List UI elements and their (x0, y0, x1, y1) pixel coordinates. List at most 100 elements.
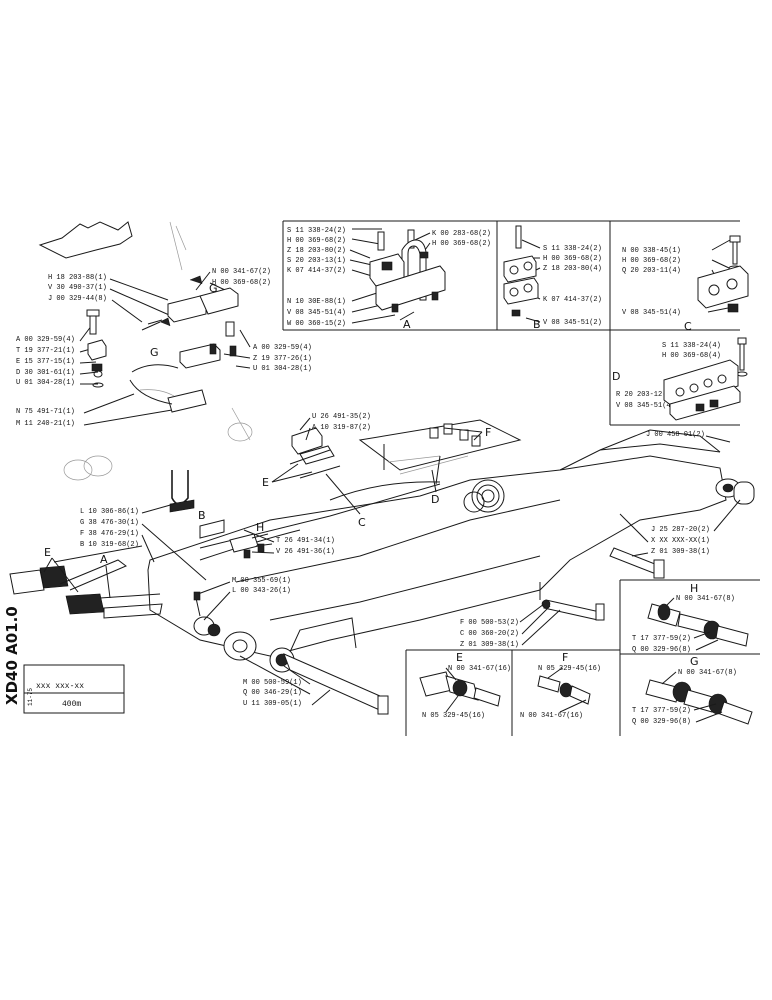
part-label: A 00 329-59(4) (253, 344, 312, 352)
part-label: Z 19 377-26(1) (253, 355, 312, 363)
part-label: Q 00 329-96(8) (632, 646, 691, 654)
part-label: Z 18 203-80(4) (543, 265, 602, 273)
part-label: N 75 491-71(1) (16, 408, 75, 416)
part-label: Z 01 309-38(1) (651, 548, 710, 556)
part-label: S 20 203-13(1) (287, 257, 346, 265)
part-label: E 15 377-15(1) (16, 358, 75, 366)
part-label: H 00 369-68(4) (662, 352, 721, 360)
part-label: T 19 377-21(1) (16, 347, 75, 355)
part-label: H 00 369-68(2) (287, 237, 346, 245)
part-label: S 11 338-24(4) (662, 342, 721, 350)
sheet-code: XD40 A01.0 (3, 606, 21, 705)
panel-letter-h: H (690, 582, 698, 595)
part-label: T 17 377-59(2) (632, 707, 691, 715)
part-label: N 05 329-45(16) (422, 712, 485, 720)
clamp-assembly-a (349, 228, 446, 324)
part-label: D 30 301-61(1) (16, 369, 75, 377)
part-label: A 10 319-87(2) (312, 424, 371, 432)
part-label: L 10 306-86(1) (80, 508, 139, 516)
bottom-frame (405, 579, 760, 736)
part-label: H 18 203-88(1) (48, 274, 107, 282)
part-label: Q 00 346-29(1) (243, 689, 302, 697)
part-label: Q 20 203-11(4) (622, 267, 681, 275)
callout-c: C (358, 516, 366, 529)
part-label: N 00 341-67(8) (676, 595, 735, 603)
part-label: N 00 341-67(16) (520, 712, 583, 720)
part-label: V 08 345-51(4) (616, 402, 675, 410)
callout-b: B (198, 509, 206, 522)
panel-a: S 11 338-24(2) H 00 369-68(2) Z 18 203-8… (287, 227, 491, 331)
callout-f: F (485, 426, 491, 439)
length-label: 400m (62, 700, 81, 709)
part-label: N 00 341-67(8) (678, 669, 737, 677)
ref-box (23, 664, 125, 714)
part-label: K 07 414-37(2) (543, 296, 602, 304)
callout-g: G (150, 346, 159, 359)
part-label: U 26 491-35(2) (312, 413, 371, 421)
faded-wheels (63, 407, 253, 481)
part-label: G 38 476-30(1) (80, 519, 139, 527)
panel-letter-d: D (612, 370, 620, 383)
panel-letter-f: F (562, 651, 568, 664)
part-label: T 26 491-34(1) (276, 537, 335, 545)
callout-h: H (256, 521, 264, 534)
inset-frame (282, 220, 740, 426)
left-cluster: H 18 203-88(1) V 30 490-37(1) J 00 329-4… (16, 221, 312, 481)
part-label: V 08 345-51(2) (543, 319, 602, 327)
panel-g: G N 00 341-67(8) T 17 377-59(2) Q 00 329… (632, 655, 753, 726)
part-label: K 00 283-68(2) (432, 230, 491, 238)
clamp-assembly-d (663, 337, 748, 421)
panel-b: S 11 338-24(2) H 00 369-68(2) Z 18 203-8… (503, 225, 602, 331)
part-label: S 11 338-24(2) (287, 227, 346, 235)
part-label: A 00 329-59(4) (16, 336, 75, 344)
part-label: N 00 341-67(2) (212, 268, 271, 276)
part-label: N 10 30E-88(1) (287, 298, 346, 306)
part-label: X XX XXX-XX(1) (651, 537, 710, 545)
ref-number: xxx xxx-xx (36, 682, 84, 691)
part-label: M 00 500-59(1) (243, 679, 302, 687)
callout-e: E (262, 476, 269, 489)
boom-assembly (9, 419, 755, 715)
panel-letter-b: B (533, 318, 541, 331)
part-label: M 00 355-69(1) (232, 577, 291, 585)
part-label: M 11 240-21(1) (16, 420, 75, 428)
part-label: K 07 414-37(2) (287, 267, 346, 275)
part-label: V 08 345-51(4) (287, 309, 346, 317)
part-label: V 26 491-36(1) (276, 548, 335, 556)
clamp-assembly-c (697, 235, 749, 313)
clamp-assembly-b (503, 225, 541, 323)
part-label: V 08 345-51(4) (622, 309, 681, 317)
panel-e: E N 00 341-67(16) N 05 329-45(16) (419, 651, 511, 720)
callout-e: E (44, 546, 51, 559)
part-label: H 00 369-68(2) (543, 255, 602, 263)
part-label: Z 18 203-80(2) (287, 247, 346, 255)
part-label: F 00 500-53(2) (460, 619, 519, 627)
part-label: T 17 377-59(2) (632, 635, 691, 643)
part-label: N 05 329-45(16) (538, 665, 601, 673)
panel-c: N 00 338-45(1) H 00 369-68(2) Q 20 203-1… (622, 235, 749, 333)
part-label: H 00 369-68(2) (212, 279, 271, 287)
part-label: Z 01 309-38(1) (460, 641, 519, 649)
part-label: J 25 287-20(2) (651, 526, 710, 534)
title-block: XD40 A01.0 xxx xxx-xx 11-75 400m (3, 606, 125, 714)
boom-labels: U 26 491-35(2) A 10 319-87(2) T 26 491-3… (43, 413, 741, 708)
part-label: N 00 338-45(1) (622, 247, 681, 255)
part-label: Q 00 329-96(8) (632, 718, 691, 726)
panel-letter-c: C (684, 320, 692, 333)
part-label: J 00 329-44(8) (48, 295, 107, 303)
part-label: R 20 203-12(4) (616, 391, 675, 399)
callout-a: A (100, 553, 108, 566)
part-label: F 38 476-29(1) (80, 530, 139, 538)
part-label: W 00 360-15(2) (287, 320, 346, 328)
part-label: N 00 341-67(16) (448, 665, 511, 673)
part-label: C 00 360-20(2) (460, 630, 519, 638)
panel-h: H N 00 341-67(8) T 17 377-59(2) Q 00 329… (632, 582, 749, 654)
part-label: L 00 343-26(1) (232, 587, 291, 595)
part-label: B 10 319-68(2) (80, 541, 139, 549)
callout-d: D (431, 493, 439, 506)
part-label: J 00 458-01(2) (646, 431, 705, 439)
panel-letter-g: G (690, 655, 699, 668)
part-label: U 11 309-05(1) (243, 700, 302, 708)
part-label: U 01 304-28(1) (253, 365, 312, 373)
